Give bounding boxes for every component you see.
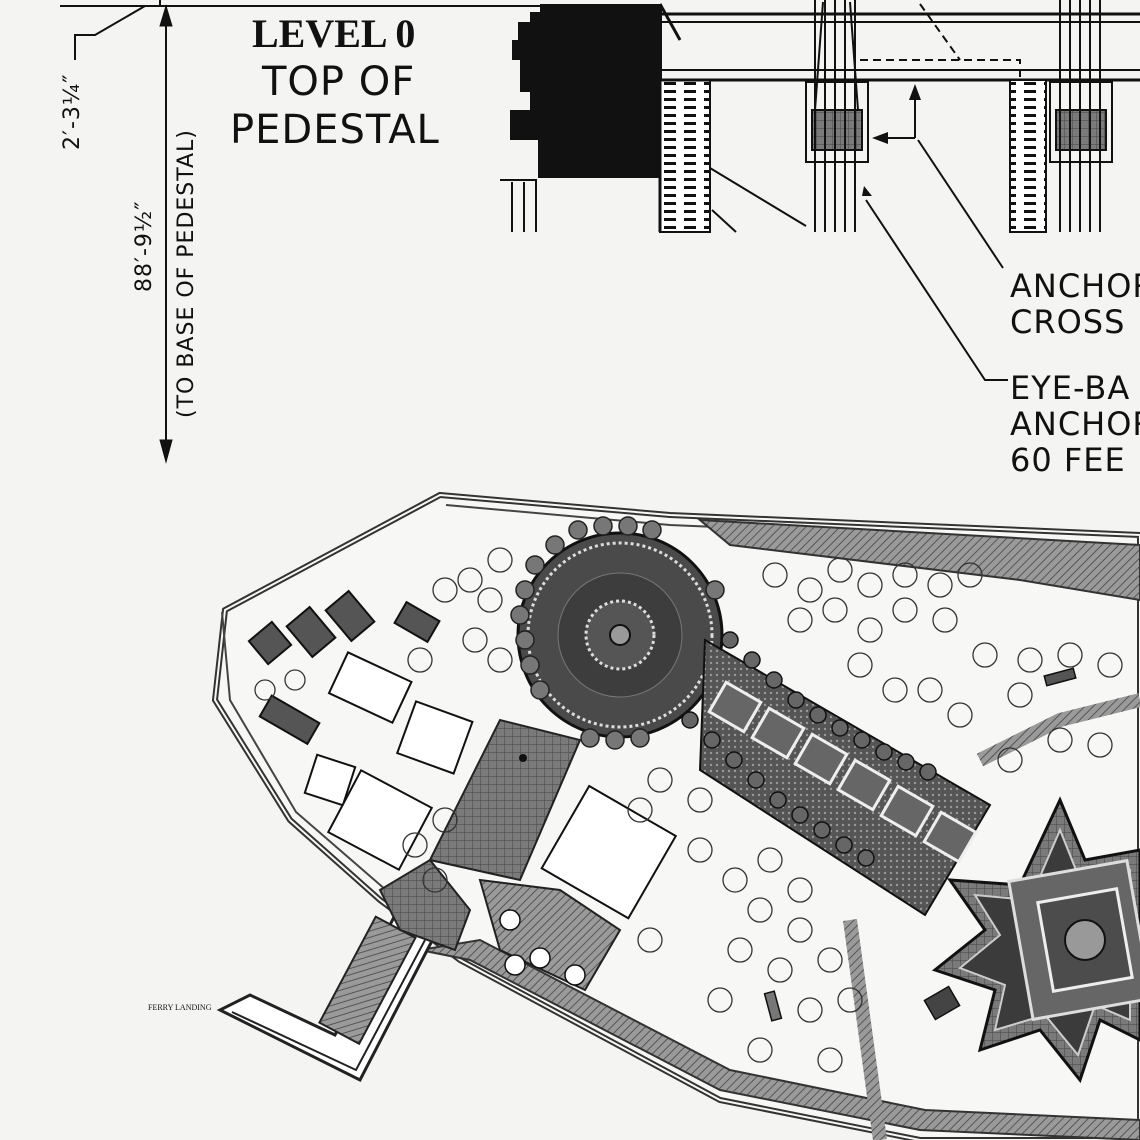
site-plan [211, 491, 1140, 1140]
callout-anchor-line1: ANCHOR [1010, 267, 1140, 305]
callout-eyebar-line2: ANCHOR [1010, 405, 1140, 443]
dimension-large-note: (TO BASE OF PEDESTAL) [174, 129, 199, 418]
dimension-small: 2′-3¼″ [60, 73, 85, 150]
dimension-large: 88′-9½″ [132, 200, 157, 292]
callout-eyebar-line3: 60 FEE [1010, 441, 1126, 479]
callout-anchor-line2: CROSS [1010, 303, 1126, 341]
ferry-landing-label: FERRY LANDING [148, 1003, 212, 1012]
pedestal-elevation [60, 0, 1140, 464]
level-title: LEVEL 0 [252, 11, 416, 56]
callout-eyebar-line1: EYE-BA [1010, 369, 1131, 407]
level-subtitle-line1: TOP OF [262, 59, 416, 105]
tree-ring [510, 516, 725, 750]
level-subtitle-line2: PEDESTAL [230, 107, 440, 153]
